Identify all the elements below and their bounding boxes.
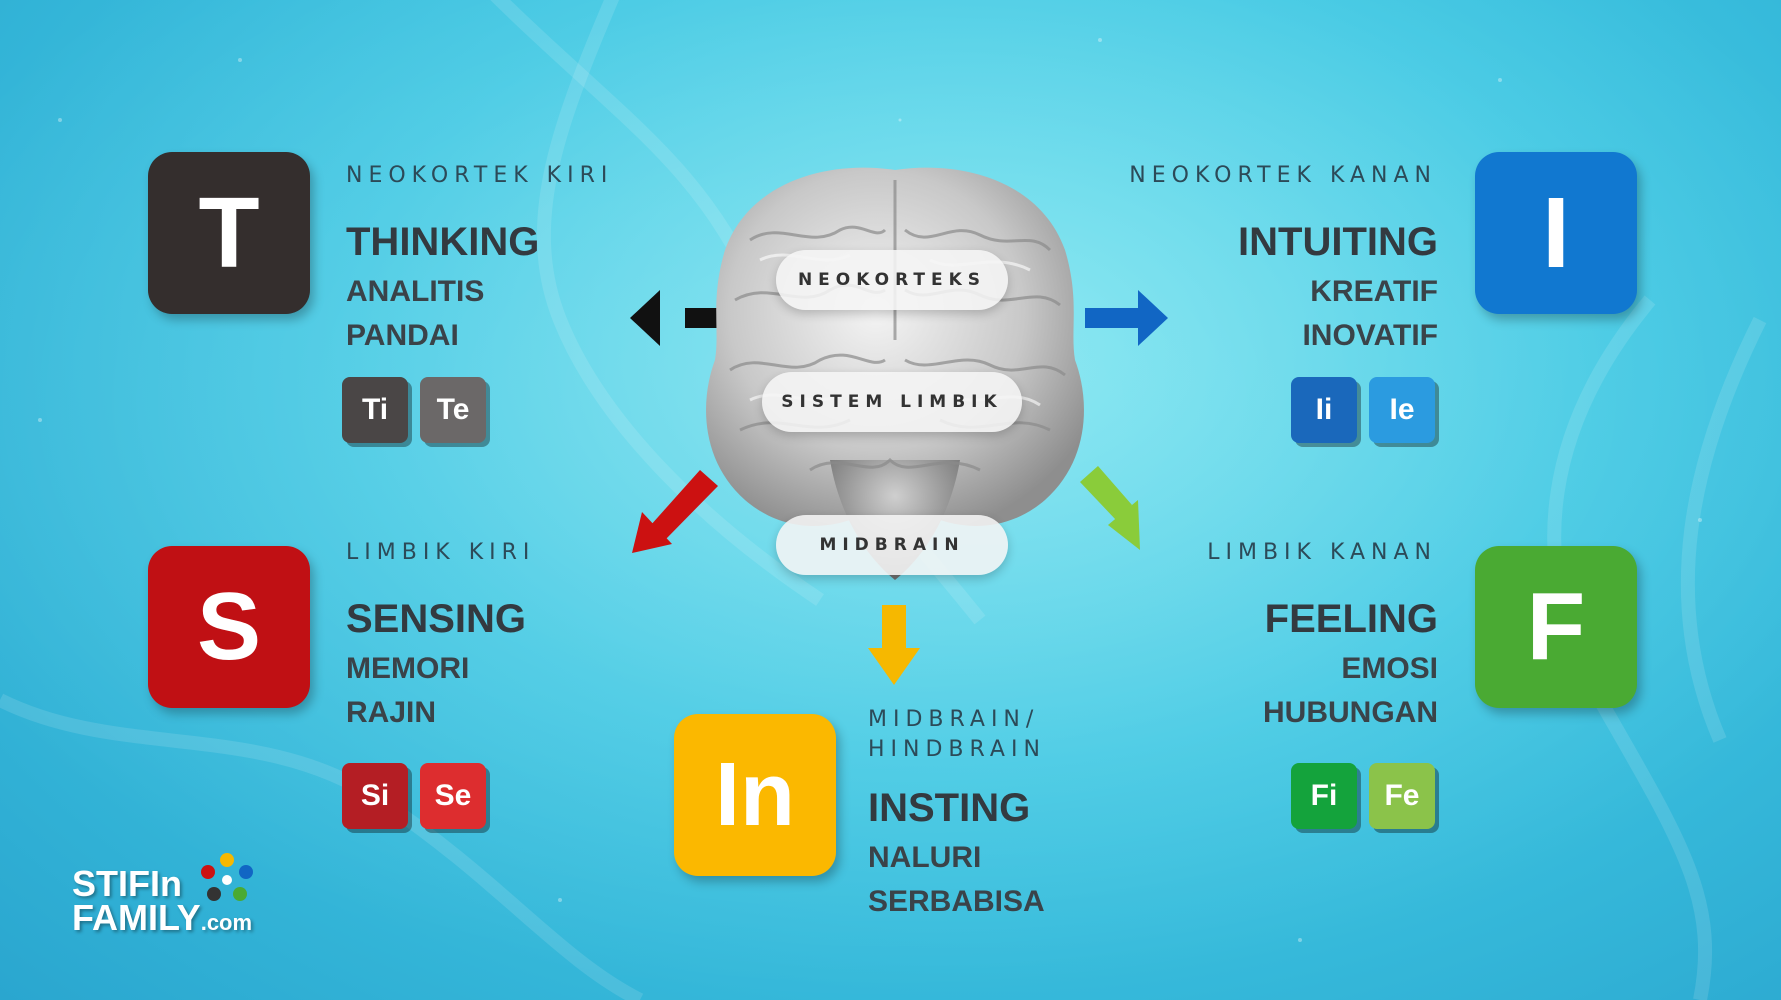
thinking-trait-2: PANDAI [346, 319, 459, 352]
intuiting-region: NEOKORTEK KANAN [1129, 163, 1437, 188]
insting-region-line-1: MIDBRAIN/ [868, 707, 1040, 732]
thinking-tile: T [148, 152, 310, 314]
fi-tile: Fi [1291, 763, 1357, 829]
insting-trait-2: SERBABISA [868, 885, 1045, 918]
sistem-limbik-label: SISTEM LIMBIK [762, 372, 1022, 432]
sensing-title: SENSING [346, 597, 527, 641]
intuiting-trait-2: INOVATIF [1302, 319, 1438, 352]
intuiting-title: INTUITING [1238, 220, 1438, 264]
ii-tile: Ii [1291, 377, 1357, 443]
insting-region-line-2: HINDBRAIN [868, 737, 1046, 762]
si-tile: Si [342, 763, 408, 829]
neokorteks-label: NEOKORTEKS [776, 250, 1008, 310]
arrow-to-insting [868, 605, 920, 685]
sensing-trait-2: RAJIN [346, 696, 437, 729]
feeling-trait-2: HUBUNGAN [1263, 696, 1438, 729]
sensing-trait-1: MEMORI [346, 652, 470, 685]
fe-tile: Fe [1369, 763, 1435, 829]
feeling-tile: F [1475, 546, 1637, 708]
insting-tile: In [674, 714, 836, 876]
feeling-title: FEELING [1264, 597, 1438, 641]
arrow-to-sensing [632, 470, 718, 553]
arrow-to-feeling [1080, 466, 1140, 550]
ti-tile: Ti [342, 377, 408, 443]
thinking-region: NEOKORTEK KIRI [346, 163, 614, 188]
thinking-title: THINKING [346, 220, 540, 264]
thinking-trait-1: ANALITIS [346, 275, 485, 308]
se-tile: Se [420, 763, 486, 829]
insting-trait-1: NALURI [868, 841, 982, 874]
feeling-trait-1: EMOSI [1341, 652, 1438, 685]
sensing-region: LIMBIK KIRI [346, 540, 536, 565]
te-tile: Te [420, 377, 486, 443]
midbrain-label: MIDBRAIN [776, 515, 1008, 575]
arrow-to-intuiting [1085, 290, 1168, 346]
stifin-logo-icon [201, 853, 253, 901]
insting-title: INSTING [868, 786, 1031, 830]
intuiting-trait-1: KREATIF [1310, 275, 1438, 308]
feeling-region: LIMBIK KANAN [1207, 540, 1437, 565]
intuiting-tile: I [1475, 152, 1637, 314]
sensing-tile: S [148, 546, 310, 708]
logo-line-2: FAMILY.com [72, 897, 253, 938]
logo-line-1: STIFIn [72, 863, 182, 904]
ie-tile: Ie [1369, 377, 1435, 443]
